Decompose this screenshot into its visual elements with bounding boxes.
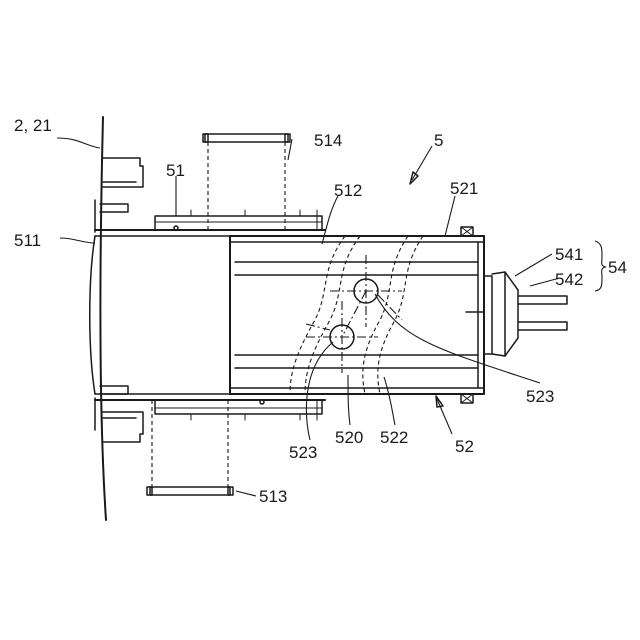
upper-angle-bracket <box>103 158 143 187</box>
insert-unit-52 <box>230 227 484 403</box>
lower-flange <box>155 400 322 420</box>
small-brackets <box>100 204 128 394</box>
label-insert-unit: 52 <box>455 437 474 456</box>
label-wall: 2, 21 <box>14 116 52 135</box>
label-rods: 542 <box>555 270 583 289</box>
label-hole-upper: 523 <box>526 387 554 406</box>
upper-flange <box>155 210 322 230</box>
label-lower-duct: 513 <box>259 487 287 506</box>
label-cap: 541 <box>555 245 583 264</box>
label-actuator: 54 <box>608 258 627 277</box>
label-frame-inner: 512 <box>334 181 362 200</box>
label-spiral: 522 <box>380 428 408 447</box>
wall <box>95 117 106 520</box>
label-insert-body: 520 <box>335 428 363 447</box>
label-insert-tube: 521 <box>450 179 478 198</box>
label-hole-lower: 523 <box>289 443 317 462</box>
label-frame: 51 <box>166 161 185 180</box>
label-frame-opening: 511 <box>14 231 41 250</box>
lower-angle-bracket <box>103 412 143 442</box>
label-assembly: 5 <box>434 131 443 150</box>
label-upper-duct: 514 <box>314 131 342 150</box>
